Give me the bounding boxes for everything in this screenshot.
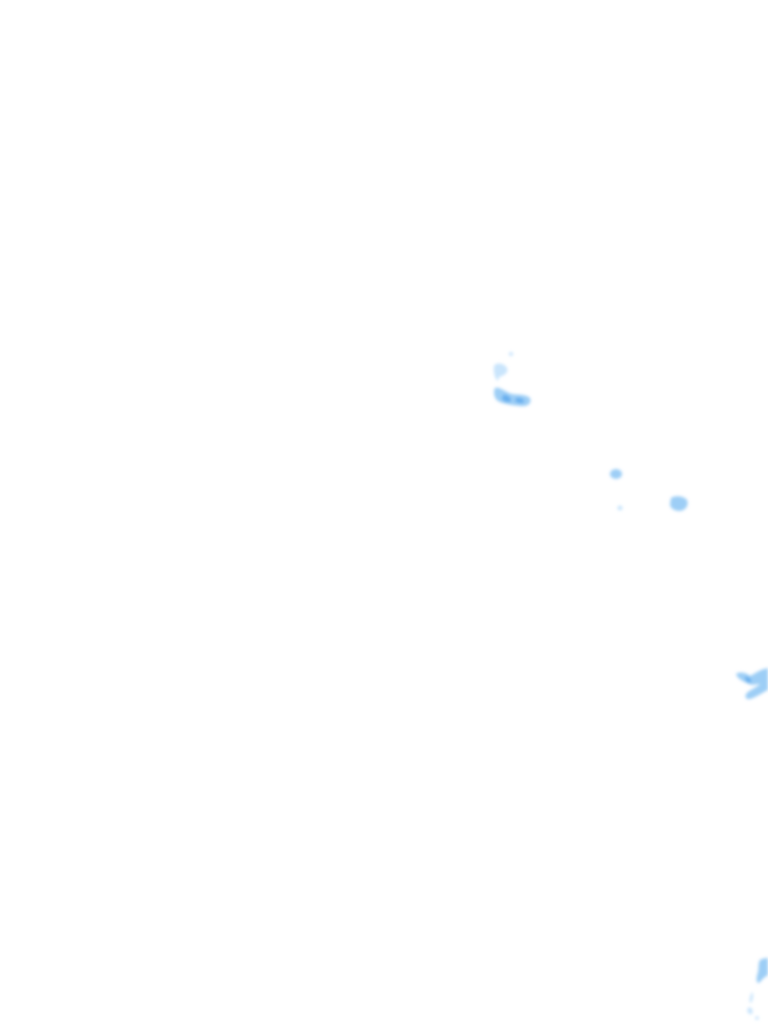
precip-cell	[617, 505, 623, 511]
precip-cell-cluster-b	[610, 469, 688, 511]
precip-cell	[745, 676, 752, 683]
precip-cell	[749, 992, 754, 1003]
precip-cell	[502, 394, 512, 403]
precip-cell-cluster-a	[493, 352, 531, 407]
precip-cell	[755, 1016, 759, 1020]
precip-cell	[747, 1007, 753, 1015]
precip-cell	[515, 397, 525, 404]
precip-cell-cluster-c	[736, 668, 768, 700]
precip-cell	[670, 496, 688, 511]
precip-cell	[509, 352, 513, 356]
precip-cell	[610, 469, 622, 479]
precip-cell	[736, 668, 768, 700]
precip-cell	[493, 363, 508, 381]
precip-cell	[756, 958, 768, 983]
precip-cell-cluster-d	[747, 958, 768, 1020]
